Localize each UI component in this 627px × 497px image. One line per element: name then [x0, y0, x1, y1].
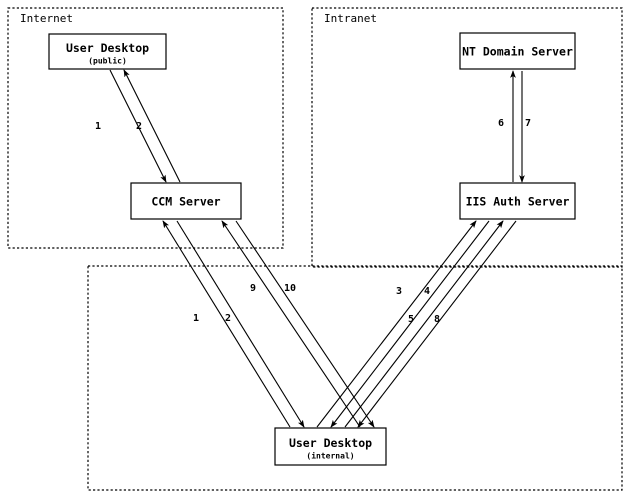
node-label-iis-auth-server: IIS Auth Server: [466, 195, 570, 209]
node-label-user-desktop-internal: User Desktop: [289, 436, 372, 450]
zone-label-intranet: Intranet: [324, 12, 377, 25]
step-label-10-ccm-server-to-user-desktop-internal: 10: [284, 283, 296, 294]
node-label-user-desktop-public: User Desktop: [66, 41, 149, 55]
node-box-iis-auth-server: [459, 182, 576, 220]
step-label-8-iis-auth-server-to-user-desktop-internal: 8: [434, 314, 440, 325]
flow-arrow-9-user-desktop-internal-to-ccm-server: [221, 220, 361, 428]
zone-boundary-intranet: [311, 7, 623, 268]
step-label-9-user-desktop-internal-to-ccm-server: 9: [250, 283, 256, 294]
node-ccm-server[interactable]: CCM Server: [130, 182, 242, 220]
node-nt-domain-server[interactable]: NT Domain Server: [459, 32, 576, 70]
flow-arrow-1-user-desktop-public-to-ccm-server: [109, 69, 167, 183]
zone-boundaries: Internet Intranet: [7, 7, 623, 491]
step-label-3-user-desktop-internal-to-iis-auth-server: 3: [396, 286, 402, 297]
flow-arrow-8-iis-auth-server-to-user-desktop-internal: [357, 220, 517, 428]
step-label-5-user-desktop-internal-to-iis-auth-server: 5: [408, 314, 414, 325]
step-number-labels: 1 2 1 2 3 4 5 8 6 7 9 10: [95, 118, 531, 325]
node-box-ccm-server: [130, 182, 242, 220]
zone-boundary-internet: [7, 7, 284, 249]
node-box-nt-domain-server: [459, 32, 576, 70]
zone-label-internet: Internet: [20, 12, 73, 25]
step-label-7-nt-domain-server-to-iis-auth-server: 7: [525, 118, 531, 129]
node-user-desktop-internal[interactable]: User Desktop(internal): [274, 427, 387, 466]
node-box-user-desktop-internal: [274, 427, 387, 466]
node-label-nt-domain-server: NT Domain Server: [462, 45, 573, 59]
step-label-1-user-desktop-internal-to-ccm-server: 1: [193, 313, 199, 324]
flow-arrow-2-ccm-server-to-user-desktop-internal: [176, 220, 305, 428]
zone-boundary-internal-lan: [87, 265, 623, 491]
node-iis-auth-server[interactable]: IIS Auth Server: [459, 182, 576, 220]
flow-arrow-5-user-desktop-internal-to-iis-auth-server: [344, 220, 504, 428]
flow-arrows: [109, 69, 525, 428]
node-sublabel-user-desktop-public: (public): [88, 56, 127, 66]
step-label-1-user-desktop-public-to-ccm-server: 1: [95, 121, 101, 132]
step-label-6-iis-auth-server-to-nt-domain-server: 6: [498, 118, 504, 129]
flow-arrow-3-user-desktop-internal-to-iis-auth-server: [316, 220, 477, 428]
flow-arrow-2-ccm-server-to-user-desktop-public: [123, 69, 181, 183]
flow-arrow-1-user-desktop-internal-to-ccm-server: [162, 220, 291, 428]
node-label-ccm-server: CCM Server: [151, 195, 220, 209]
flow-arrow-4-iis-auth-server-to-user-desktop-internal: [330, 220, 490, 428]
flow-arrow-10-ccm-server-to-user-desktop-internal: [235, 220, 375, 428]
node-box-user-desktop-public: [48, 33, 167, 70]
step-label-2-ccm-server-to-user-desktop-internal: 2: [225, 313, 231, 324]
step-label-2-ccm-server-to-user-desktop-public: 2: [136, 121, 142, 132]
node-user-desktop-public[interactable]: User Desktop(public): [48, 33, 167, 70]
node-sublabel-user-desktop-internal: (internal): [306, 451, 354, 461]
step-label-4-iis-auth-server-to-user-desktop-internal: 4: [424, 286, 430, 297]
